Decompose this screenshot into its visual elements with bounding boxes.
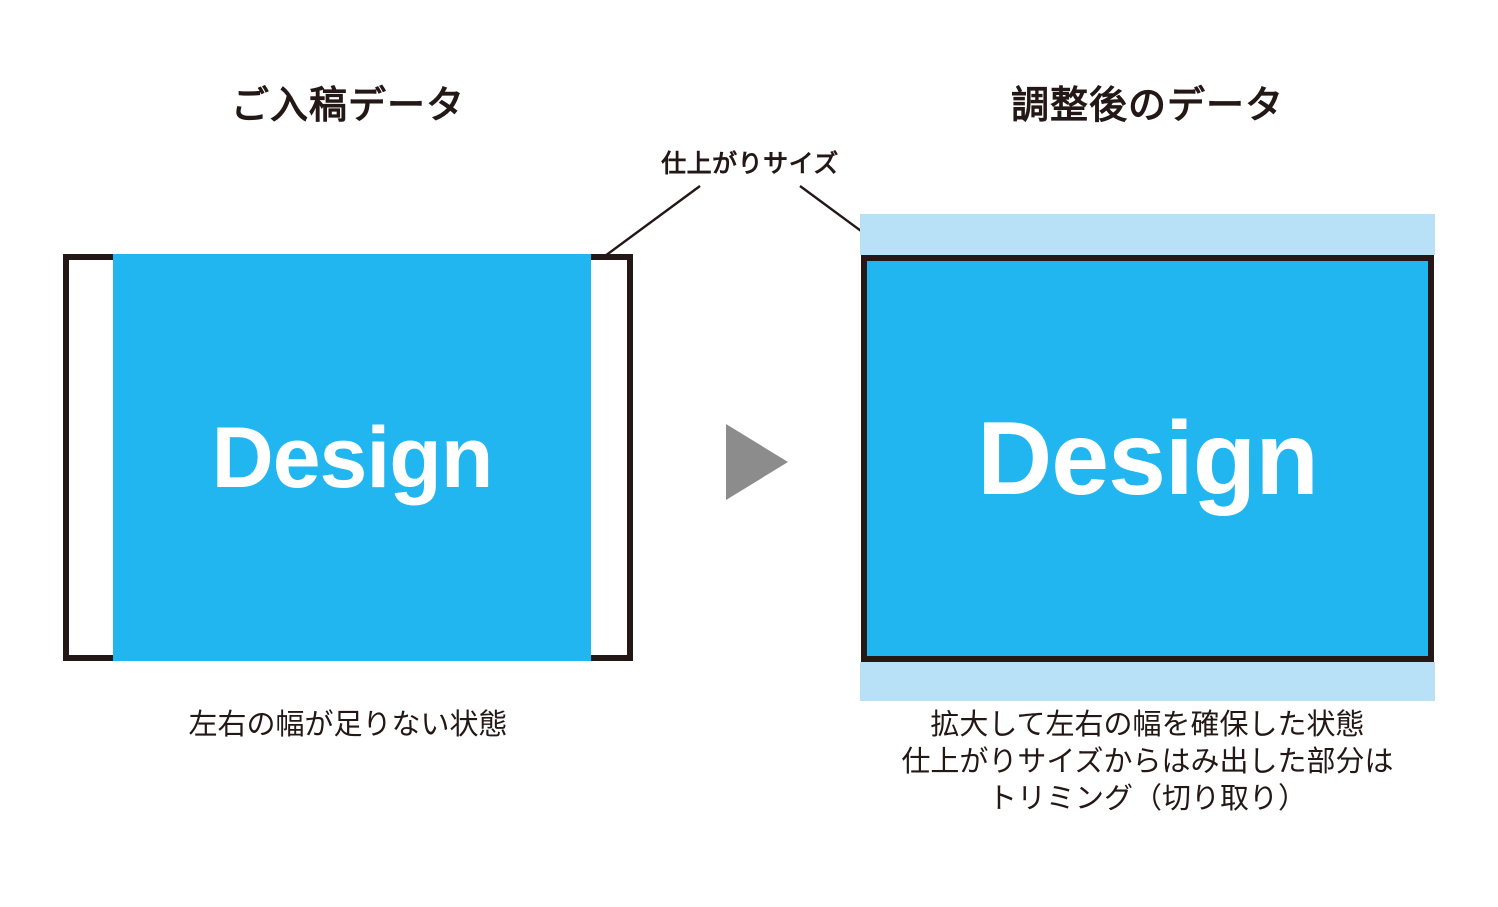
right-caption-line-3: トリミング（切り取り）: [987, 783, 1307, 816]
left-design-block: Design: [113, 254, 591, 661]
right-artboard-group: Design: [860, 214, 1435, 701]
triangle-right-icon: [726, 424, 788, 500]
right-panel-title: 調整後のデータ: [1010, 85, 1284, 127]
overflow-band-bottom: [860, 662, 1435, 701]
left-artboard-trim-frame: Design: [63, 254, 633, 661]
left-caption-line: 左右の幅が足りない状態: [188, 709, 508, 741]
right-design-label: Design: [977, 400, 1319, 517]
right-caption-line-1: 拡大して左右の幅を確保した状態: [930, 709, 1365, 741]
left-artboard-inner: Design: [69, 254, 627, 661]
right-caption: 拡大して左右の幅を確保した状態 仕上がりサイズからはみ出した部分は トリミング（…: [855, 707, 1440, 818]
triangle-right-shape: [726, 424, 788, 500]
trim-size-callout-label: 仕上がりサイズ: [661, 150, 839, 178]
right-caption-line-2: 仕上がりサイズからはみ出した部分は: [901, 746, 1394, 779]
left-design-label: Design: [211, 409, 494, 506]
left-caption: 左右の幅が足りない状態: [63, 707, 633, 744]
left-panel-title: ご入稿データ: [230, 85, 465, 127]
overflow-band-top: [860, 214, 1435, 255]
right-artboard-trim-frame: Design: [861, 255, 1434, 662]
